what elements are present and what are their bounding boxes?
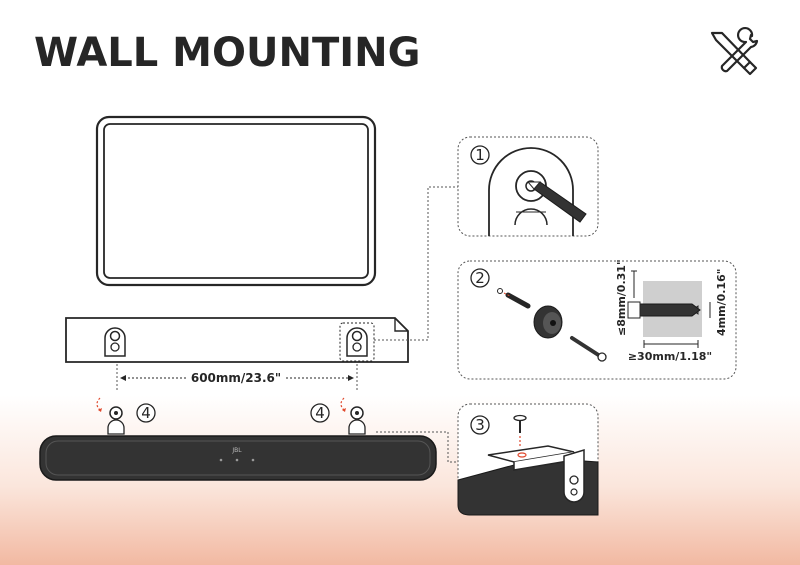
tv-illustration (95, 115, 377, 287)
mounting-template (65, 317, 409, 363)
bracket-spacing-dimension: 600mm/23.6" (120, 371, 354, 385)
page-title: WALL MOUNTING (34, 30, 421, 76)
bracket-spacing-label: 600mm/23.6" (191, 371, 281, 385)
left-bracket-step: 4 (96, 397, 156, 435)
soundbar: JBL (39, 435, 437, 481)
soundbar-logo: JBL (231, 447, 242, 454)
callout-connectors (116, 186, 458, 463)
hole-diameter-label: ≤8mm/0.31" (615, 259, 628, 336)
screw-diameter-label: 4mm/0.16" (715, 269, 728, 336)
screw-depth-label: ≥30mm/1.18" (628, 350, 712, 363)
step-4-left-number: 4 (141, 404, 151, 422)
tools-icon (710, 27, 759, 76)
callout-step-1: 1 (457, 136, 599, 237)
step-2-number: 2 (475, 269, 485, 287)
step-4-right-number: 4 (315, 404, 325, 422)
step-3-number: 3 (475, 416, 485, 434)
step-1-number: 1 (475, 146, 485, 164)
callout-step-3: 3 (457, 403, 599, 516)
callout-step-2: 2 ≤8mm/0.31" 4mm/0.16" ≥30mm/1.18" (457, 259, 737, 380)
right-bracket-step: 4 (310, 397, 366, 435)
